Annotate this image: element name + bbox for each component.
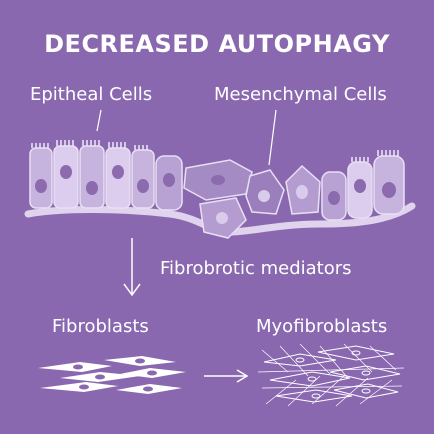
nucleus — [258, 190, 270, 202]
epithelial-cells-left — [29, 140, 183, 211]
fibroblasts-label: Fibroblasts — [52, 316, 149, 337]
right-arrow-icon — [204, 369, 249, 383]
nucleus — [354, 179, 366, 193]
epithelial-cell — [29, 147, 53, 209]
myofibroblast-filaments — [257, 343, 405, 407]
nucleus — [296, 185, 308, 199]
nucleus — [137, 179, 149, 193]
myofibroblast-cell — [263, 353, 337, 367]
epithelial-cell — [79, 145, 105, 209]
cilia — [351, 150, 399, 162]
fibrotic-mediators-label: Fibrobrotic mediators — [160, 258, 352, 279]
nucleus — [143, 386, 153, 392]
nucleus — [351, 350, 361, 356]
nucleus — [163, 173, 175, 187]
nucleus — [328, 191, 340, 205]
nucleus — [79, 384, 89, 390]
nucleus — [216, 212, 228, 224]
cilia — [31, 140, 148, 150]
epithelial-pointer — [96, 109, 102, 132]
myofibroblast-cell — [333, 383, 399, 399]
myofibroblast-cell — [269, 371, 351, 387]
myofibroblasts-label: Myofibroblasts — [256, 316, 388, 337]
nucleus — [211, 175, 225, 185]
nucleus — [95, 374, 105, 380]
nucleus — [86, 181, 98, 195]
nucleus — [361, 388, 371, 394]
myofibroblast-cluster — [257, 343, 405, 407]
nucleus — [295, 357, 305, 363]
nucleus — [73, 364, 83, 370]
down-arrow-icon — [123, 238, 141, 297]
myofibroblast-cell — [317, 345, 395, 361]
nucleus — [60, 165, 72, 179]
mesenchymal-pointer — [268, 109, 277, 166]
fibroblast-cluster — [38, 356, 186, 394]
nucleus — [361, 370, 371, 376]
nucleus — [35, 179, 47, 193]
nucleus — [382, 182, 396, 198]
nucleus — [147, 370, 157, 376]
mesenchymal-cells-label: Mesenchymal Cells — [214, 84, 387, 105]
mesenchymal-cells — [183, 159, 321, 239]
nucleus — [112, 165, 124, 179]
epithelial-cells-label: Epitheal Cells — [30, 84, 153, 105]
diagram-title: DECREASED AUTOPHAGY — [44, 30, 390, 58]
myofibroblast-cell — [329, 365, 401, 381]
nucleus — [311, 393, 321, 399]
nucleus — [135, 358, 145, 364]
epithelial-cells-right — [321, 150, 405, 221]
nucleus — [307, 376, 317, 382]
